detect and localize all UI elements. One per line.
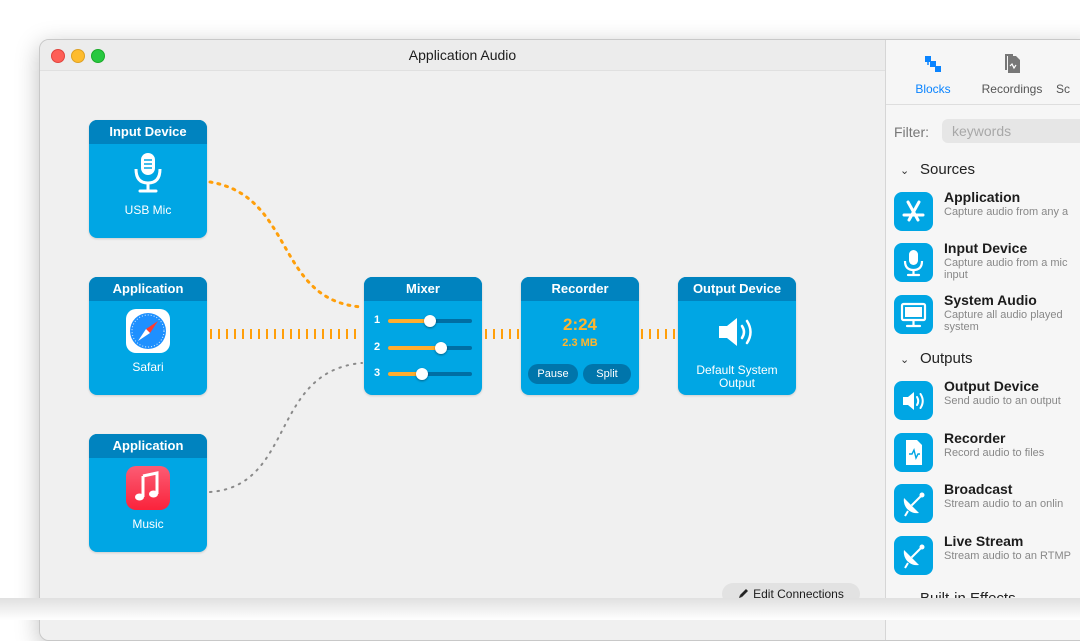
satellite-dish-icon xyxy=(894,484,933,523)
source-item-application[interactable]: Application Capture audio from any a xyxy=(894,189,1080,236)
section-title: Sources xyxy=(920,161,976,178)
source-item-input-device[interactable]: Input Device Capture audio from a mic in… xyxy=(894,240,1080,287)
tab-recordings[interactable]: Recordings xyxy=(977,52,1047,96)
item-description: Capture audio from a mic input xyxy=(944,257,1068,281)
output-item-broadcast[interactable]: Broadcast Stream audio to an onlin xyxy=(894,481,1080,528)
microphone-icon xyxy=(134,153,162,193)
mixer-block[interactable]: Mixer 1 2 3 xyxy=(364,277,482,395)
app-store-icon xyxy=(894,192,933,231)
zoom-window-button[interactable] xyxy=(91,49,105,63)
schedule-icon xyxy=(1056,52,1080,82)
tab-label: Sc xyxy=(1056,82,1071,96)
item-description: Stream audio to an onlin xyxy=(944,498,1064,510)
blocks-icon xyxy=(925,56,941,72)
library-sidebar: Blocks Recordings Sc Filter: ⌄ Sources xyxy=(885,40,1080,640)
mixer-channel-1: 1 xyxy=(374,314,474,328)
volume-slider[interactable] xyxy=(388,368,472,380)
mixer-channel-2: 2 xyxy=(374,341,474,355)
microphone-icon xyxy=(894,243,933,282)
safari-application-block[interactable]: Application Safari xyxy=(89,277,207,395)
item-name: Input Device xyxy=(944,240,1028,256)
close-window-button[interactable] xyxy=(51,49,65,63)
block-header: Input Device xyxy=(89,120,207,144)
satellite-dish-icon xyxy=(894,536,933,575)
block-header: Application xyxy=(89,434,207,458)
chevron-down-icon: ⌄ xyxy=(900,354,910,366)
tab-label: Recordings xyxy=(981,82,1043,96)
section-header-sources[interactable]: ⌄ Sources xyxy=(900,161,975,178)
split-button[interactable]: Split xyxy=(583,364,631,384)
block-label: Default System Output xyxy=(696,363,778,390)
tab-schedule[interactable]: Sc xyxy=(1056,52,1080,96)
channel-number: 1 xyxy=(374,314,381,326)
connection-wires xyxy=(208,180,677,493)
item-name: Recorder xyxy=(944,430,1006,446)
recording-time: 2:24 xyxy=(562,315,598,334)
output-item-output-device[interactable]: Output Device Send audio to an output xyxy=(894,378,1080,425)
monitor-icon xyxy=(894,295,933,334)
volume-slider-knob[interactable] xyxy=(424,315,436,327)
input-device-block[interactable]: Input Device USB Mic xyxy=(89,120,207,238)
item-name: Live Stream xyxy=(944,533,1024,549)
output-item-recorder[interactable]: Recorder Record audio to files xyxy=(894,430,1080,477)
block-header: Recorder xyxy=(521,277,639,301)
window-shadow xyxy=(0,598,1080,620)
volume-slider[interactable] xyxy=(388,315,472,327)
item-description: Record audio to files xyxy=(944,447,1045,459)
wire-usb-mic-to-mixer[interactable] xyxy=(208,180,364,309)
recordings-icon xyxy=(1005,54,1020,73)
block-label: USB Mic xyxy=(124,203,172,217)
safari-icon xyxy=(126,309,170,353)
mixer-channel-3: 3 xyxy=(374,367,474,381)
filter-label: Filter: xyxy=(894,124,929,140)
chevron-down-icon: ⌄ xyxy=(900,165,910,177)
item-description: Capture all audio played system xyxy=(944,309,1063,333)
volume-slider-knob[interactable] xyxy=(434,342,447,354)
speaker-icon xyxy=(719,318,752,346)
output-device-block[interactable]: Output Device Default System Output xyxy=(678,277,796,395)
item-description: Capture audio from any a xyxy=(944,206,1069,218)
recorder-block[interactable]: Recorder 2:24 2.3 MB Pause Split xyxy=(521,277,639,395)
pencil-icon xyxy=(739,589,749,598)
volume-slider-fill xyxy=(388,319,430,323)
wire-music-to-mixer[interactable] xyxy=(209,362,363,493)
music-application-block[interactable]: Application Music xyxy=(89,434,207,552)
pause-button[interactable]: Pause xyxy=(528,364,578,384)
section-title: Outputs xyxy=(920,350,973,367)
volume-slider[interactable] xyxy=(388,342,472,354)
block-label: Safari xyxy=(132,360,164,374)
item-name: Output Device xyxy=(944,378,1039,394)
volume-slider-fill xyxy=(388,346,441,350)
edit-connections-label: Edit Connections xyxy=(753,587,844,601)
channel-number: 3 xyxy=(374,367,381,379)
divider xyxy=(886,104,1080,105)
item-name: Application xyxy=(944,189,1021,205)
speaker-icon xyxy=(894,381,933,420)
item-description: Stream audio to an RTMP xyxy=(944,550,1071,562)
document-icon xyxy=(894,433,933,472)
item-description: Send audio to an output xyxy=(944,395,1061,407)
minimize-window-button[interactable] xyxy=(71,49,85,63)
section-header-outputs[interactable]: ⌄ Outputs xyxy=(900,350,973,367)
source-item-system-audio[interactable]: System Audio Capture all audio played sy… xyxy=(894,292,1080,339)
output-item-live-stream[interactable]: Live Stream Stream audio to an RTMP xyxy=(894,533,1080,580)
recording-size: 2.3 MB xyxy=(562,337,598,349)
item-name: System Audio xyxy=(944,292,1037,308)
block-label: Music xyxy=(132,517,164,531)
routing-canvas[interactable]: Input Device USB Mic Application xyxy=(40,70,885,640)
volume-slider-knob[interactable] xyxy=(415,368,428,380)
block-header: Application xyxy=(89,277,207,301)
tab-blocks[interactable]: Blocks xyxy=(898,52,968,96)
tab-label: Blocks xyxy=(915,82,951,96)
item-name: Broadcast xyxy=(944,481,1013,497)
channel-number: 2 xyxy=(374,341,381,353)
music-icon xyxy=(126,466,170,510)
block-header: Output Device xyxy=(678,277,796,301)
app-window: Application Audio Input Device USB Mic xyxy=(39,39,1080,641)
volume-slider-fill xyxy=(388,372,422,376)
block-header: Mixer xyxy=(364,277,482,301)
filter-input[interactable] xyxy=(942,119,1080,143)
window-title: Application Audio xyxy=(408,47,517,63)
